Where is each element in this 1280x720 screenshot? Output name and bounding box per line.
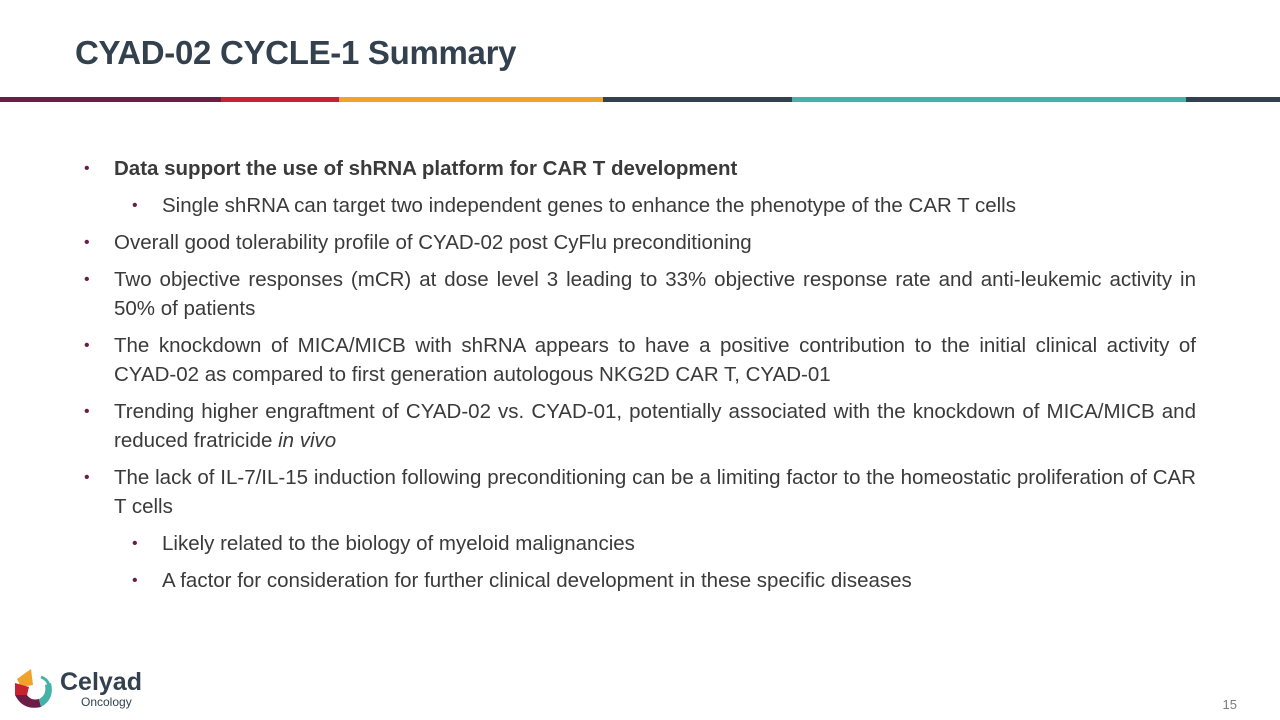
sub-bullet-item: • A factor for consideration for further… [84,566,1196,595]
logo-subtitle: Oncology [81,695,132,709]
slide-title: CYAD-02 CYCLE-1 Summary [75,34,517,71]
bullet-dot: • [84,160,90,177]
bullet-text: Overall good tolerability profile of CYA… [114,231,752,254]
bullet-text: A factor for consideration for further c… [162,569,912,592]
bullet-dot: • [132,535,138,552]
bullet-item: • The knockdown of MICA/MICB with shRNA … [84,331,1196,389]
bullet-text: Likely related to the biology of myeloid… [162,532,635,555]
celyad-logo-icon [15,669,52,708]
bar-segment-teal [792,97,1186,102]
header-color-bar [0,97,1280,102]
bullet-dot: • [84,234,90,251]
bullet-dot: • [84,403,90,420]
bullet-text: Two objective responses (mCR) at dose le… [114,268,1196,320]
bar-segment-maroon [0,97,221,102]
page-number: 15 [1222,697,1237,712]
sub-bullet-item: • Single shRNA can target two independen… [84,191,1196,220]
bullet-item: • Trending higher engraftment of CYAD-02… [84,397,1196,455]
bullet-text: The lack of IL-7/IL-15 induction followi… [114,466,1196,518]
logo-name: Celyad [60,668,142,696]
bar-segment-navy-end [1186,97,1280,102]
bar-segment-red [221,97,339,102]
bullet-list: • Data support the use of shRNA platform… [84,154,1196,603]
bullet-dot: • [84,469,90,486]
bullet-text: Single shRNA can target two independent … [162,194,1016,217]
sub-bullet-item: • Likely related to the biology of myelo… [84,529,1196,558]
bullet-dot: • [84,271,90,288]
bullet-dot: • [84,337,90,354]
bullet-text: Data support the use of shRNA platform f… [114,157,738,180]
bullet-item: • Data support the use of shRNA platform… [84,154,1196,183]
bullet-item: • The lack of IL-7/IL-15 induction follo… [84,463,1196,521]
bullet-dot: • [132,572,138,589]
bullet-item: • Overall good tolerability profile of C… [84,228,1196,257]
bullet-text-italic: in vivo [278,429,337,452]
bullet-text: The knockdown of MICA/MICB with shRNA ap… [114,334,1196,386]
bar-segment-orange [339,97,603,102]
bullet-text: Trending higher engraftment of CYAD-02 v… [114,400,1196,452]
bullet-dot: • [132,197,138,214]
bullet-item: • Two objective responses (mCR) at dose … [84,265,1196,323]
bar-segment-navy [603,97,792,102]
